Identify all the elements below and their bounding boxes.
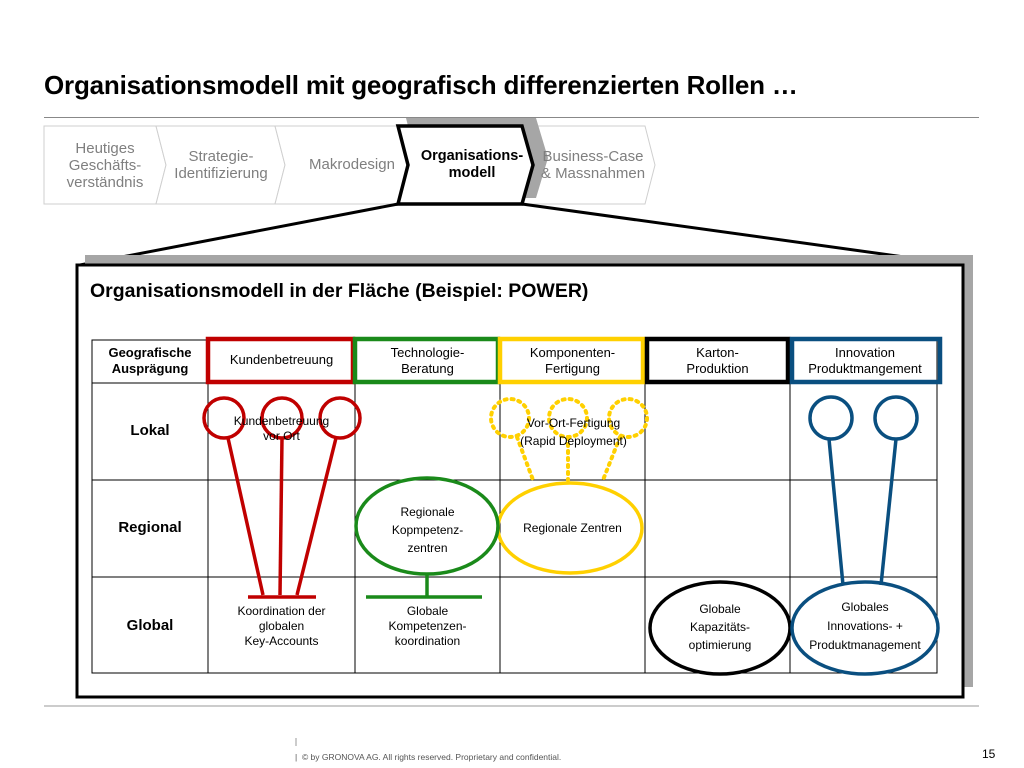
step-label-3: Makrodesign: [309, 156, 395, 173]
red-hierarchy-shape: [202, 396, 362, 599]
header-frame-black: [644, 336, 791, 385]
row-label-lokal: Lokal: [130, 422, 170, 439]
yellow-dotted-circles: [489, 397, 649, 482]
header-frame-blue: [789, 336, 943, 385]
process-chevrons: [43, 118, 656, 206]
header-frame-yellow: [497, 336, 646, 385]
cell-lokal-komponenten: Vor-Ort-Fertigung(Rapid Deployment): [520, 416, 627, 448]
footer-copyright: | © by GRONOVA AG. All rights reserved. …: [295, 752, 562, 762]
column-header-kundenbetreuung: Kundenbetreuung: [229, 352, 334, 367]
black-global-ellipse: [648, 580, 792, 676]
row-label-global: Global: [126, 617, 174, 634]
zoom-line-left: [79, 202, 399, 267]
blue-hierarchy-shape: [790, 395, 940, 676]
step-label-4-active: Organisations-modell: [420, 148, 524, 181]
column-header-technologie: Technologie-Beratung: [390, 345, 465, 376]
page-number: 15: [982, 747, 996, 761]
title-divider: [44, 117, 979, 118]
zoom-line-right: [521, 202, 963, 267]
step-label-5: Business-Case& Massnahmen: [540, 148, 646, 182]
column-header-karton: Karton-Produktion: [686, 345, 749, 376]
row-label-regional: Regional: [118, 519, 182, 536]
green-hierarchy-shape: [354, 476, 500, 599]
column-header-komponenten: Komponenten-Fertigung: [529, 345, 616, 376]
step-label-2: Strategie-Identifizierung: [174, 148, 268, 182]
footer-copyright-text: © by GRONOVA AG. All rights reserved. Pr…: [301, 752, 562, 762]
panel-subtitle: Organisationsmodell in der Fläche (Beisp…: [90, 280, 589, 302]
slide-title: Organisationsmodell mit geografisch diff…: [44, 70, 798, 100]
cell-regional-komponenten: Regionale Zentren: [523, 521, 622, 535]
